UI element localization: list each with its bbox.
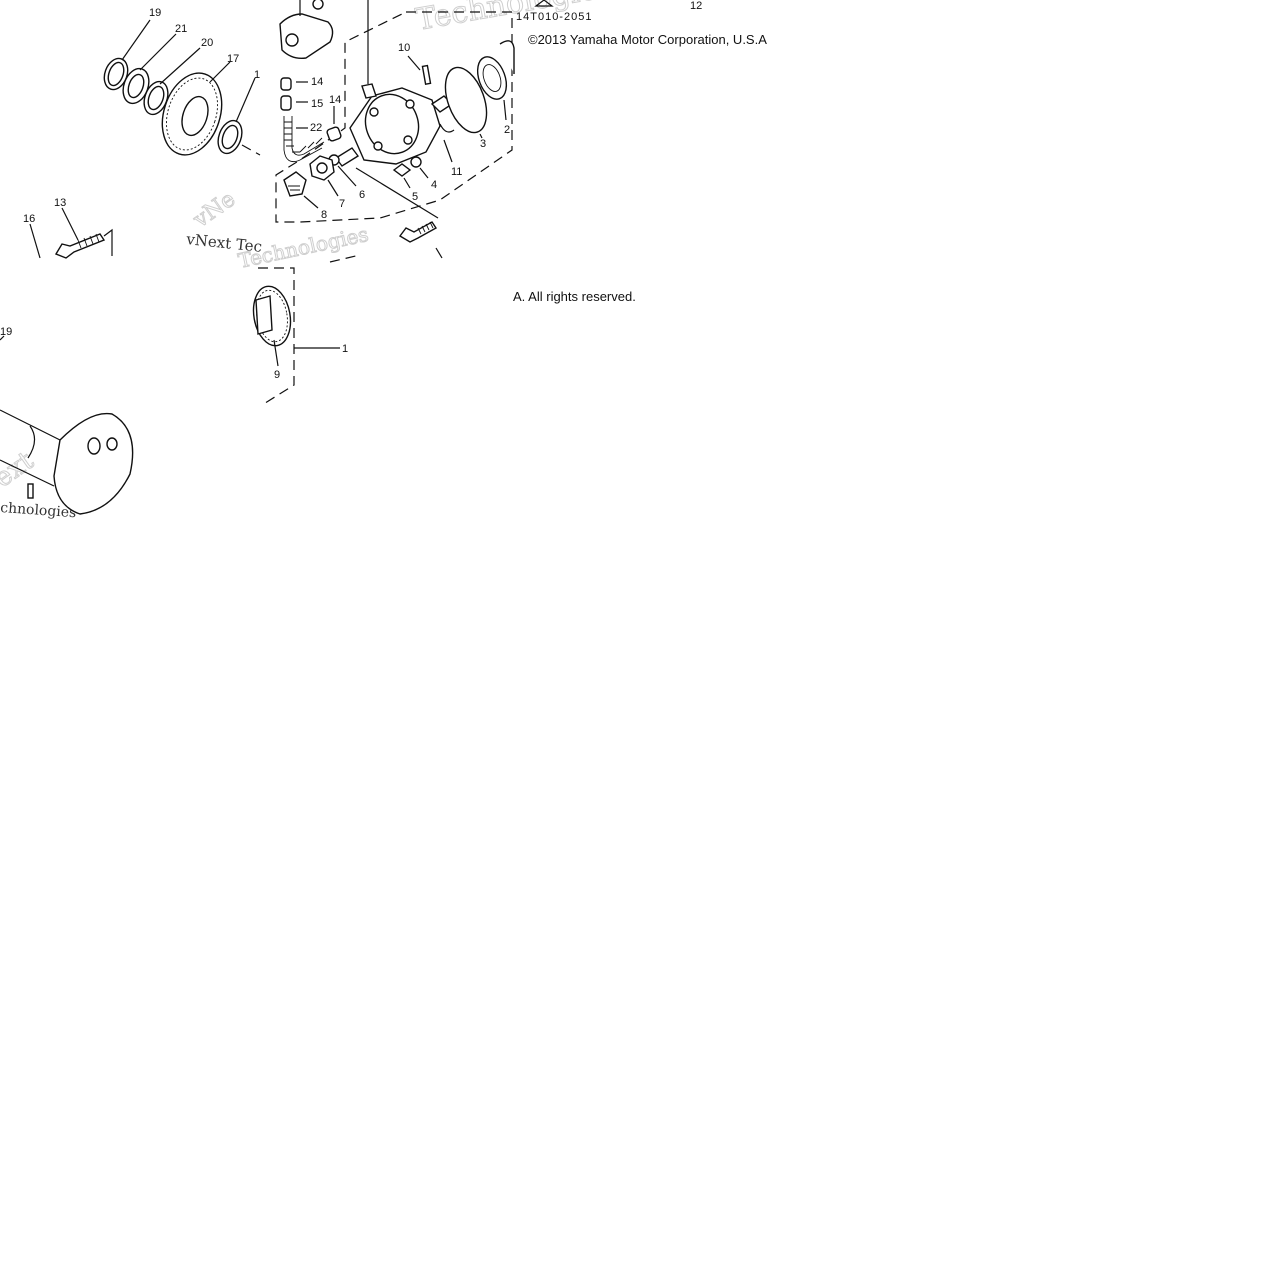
callout-6: 6 xyxy=(359,189,365,201)
shaft-flange xyxy=(53,412,134,515)
pump-bolt-b xyxy=(405,99,415,109)
union-15 xyxy=(280,95,292,111)
washer-20-inner xyxy=(147,85,165,111)
cover-plate xyxy=(279,13,334,60)
callout-14b: 14 xyxy=(329,94,341,106)
leader-13 xyxy=(61,207,79,241)
cover-plate-hole xyxy=(285,33,299,47)
watermark-chnologies: chnologies xyxy=(0,500,77,521)
callout-10: 10 xyxy=(398,42,410,54)
watermark-technologies-mid: Technologies xyxy=(236,222,370,273)
watermark-vne: vNe xyxy=(188,187,240,234)
plug-8 xyxy=(283,171,307,197)
leader-7 xyxy=(327,179,339,197)
snap-ring-19-inner xyxy=(107,61,125,87)
leader-2 xyxy=(503,99,507,121)
callout-11: 11 xyxy=(451,166,462,178)
pump-bolt-a xyxy=(369,107,379,117)
part-code-marker xyxy=(534,0,554,7)
callout-4: 4 xyxy=(431,179,437,191)
pump-bolt-c xyxy=(403,135,413,145)
callout-3: 3 xyxy=(480,138,486,150)
callout-1-lower: 1 xyxy=(342,343,348,355)
bearing-edge xyxy=(499,40,515,74)
snap-ring-1-inner xyxy=(221,124,239,150)
callout-17: 17 xyxy=(227,53,239,65)
callout-9: 9 xyxy=(274,369,280,381)
washer-21-inner xyxy=(127,73,145,99)
callout-19: 19 xyxy=(149,7,161,19)
washer-4 xyxy=(410,156,422,168)
bolt-13-thread xyxy=(77,233,100,249)
hose-22 xyxy=(283,116,325,163)
callout-2: 2 xyxy=(504,124,510,136)
leader-21 xyxy=(139,33,177,71)
assembly-boundary-left xyxy=(241,144,361,263)
flange-bore xyxy=(106,437,118,451)
union-14 xyxy=(280,77,292,91)
callout-16: 16 xyxy=(23,213,35,225)
bracket-13 xyxy=(103,228,113,256)
part-code-label: 14T010-2051 xyxy=(516,11,592,23)
leader-3 xyxy=(479,133,483,139)
driven-gear-9 xyxy=(252,285,292,347)
drive-gear-17-teeth xyxy=(166,77,218,151)
leader-9 xyxy=(273,339,279,367)
callout-15: 15 xyxy=(311,98,323,110)
leader-6 xyxy=(337,165,357,187)
leader-16 xyxy=(29,223,41,259)
pump-shaft-front xyxy=(334,147,360,167)
callout-5: 5 xyxy=(412,191,418,203)
callout-22: 22 xyxy=(310,122,322,134)
leader-bolt-12 xyxy=(435,247,443,259)
clip-11 xyxy=(439,123,455,133)
pump-inlet-nozzle xyxy=(361,83,377,99)
copyright-line-2: A. All rights reserved. xyxy=(513,289,636,304)
key-pin xyxy=(27,483,34,499)
copyright-line-1: ©2013 Yamaha Motor Corporation, U.S.A xyxy=(528,32,767,47)
flange-hole xyxy=(87,437,101,455)
callout-20: 20 xyxy=(201,37,213,49)
leader-17 xyxy=(209,61,231,83)
union-14-lower xyxy=(326,126,342,142)
shaft-axis-line xyxy=(355,167,439,219)
leader-10 xyxy=(407,55,421,71)
assembly-boundary-lower xyxy=(258,267,295,406)
driven-gear-9-shaft xyxy=(255,295,273,335)
pump-bolt-d xyxy=(373,141,383,151)
o-ring-3 xyxy=(444,66,488,134)
leader-20 xyxy=(159,47,201,85)
bolt-12-thread xyxy=(417,221,434,235)
plug-8-thread xyxy=(288,185,300,191)
cover-plate-hole-top xyxy=(312,0,324,10)
assembly-boundary-upper xyxy=(275,11,513,223)
hose-22-coil xyxy=(284,121,323,153)
callout-19-lower: 19 xyxy=(0,326,12,338)
leader-11 xyxy=(443,139,453,163)
callout-21: 21 xyxy=(175,23,187,35)
callout-7: 7 xyxy=(339,198,345,210)
callout-8: 8 xyxy=(321,209,327,221)
callout-14a: 14 xyxy=(311,76,323,88)
main-shaft xyxy=(0,409,61,487)
callout-12: 12 xyxy=(690,0,702,12)
leader-4 xyxy=(419,167,429,179)
dowel-pin-10 xyxy=(421,64,432,86)
nut-7-hole xyxy=(316,162,328,174)
callout-1: 1 xyxy=(254,69,260,81)
callout-13: 13 xyxy=(54,197,66,209)
bolt-5 xyxy=(392,163,412,177)
leader-5 xyxy=(403,177,411,189)
leader-8 xyxy=(303,195,319,209)
leader-19-lower xyxy=(0,335,5,341)
bearing-2-inner xyxy=(482,64,502,92)
leader-19 xyxy=(121,19,151,61)
bolt-12 xyxy=(398,221,438,243)
drive-gear-17-hub xyxy=(181,95,209,137)
leader-1 xyxy=(235,77,256,123)
